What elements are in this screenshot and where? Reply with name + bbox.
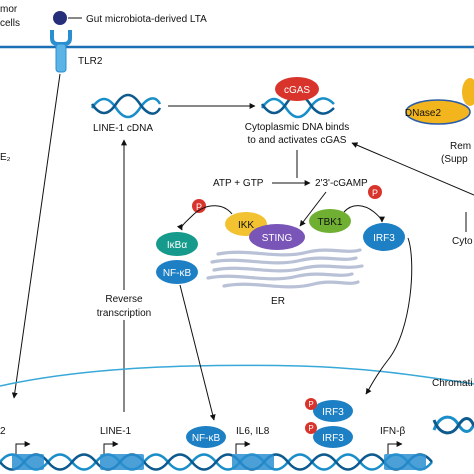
tlr2-signal-arrow: [11, 73, 61, 399]
sting-protein: [249, 224, 305, 250]
ikk-label: IKK: [238, 220, 254, 231]
cgamp-label: 2'3'-cGAMP: [315, 178, 368, 189]
gene-segment-left: [12, 454, 44, 470]
tss-arrow-line1: [103, 441, 119, 454]
irf3-translocation-arrow: [365, 237, 413, 395]
phosphate-label-irf3-bottom: P: [308, 424, 313, 433]
chromatin-helix-icon: [432, 415, 474, 435]
tbk1-protein: [309, 209, 351, 233]
dna-binds-label-line1: Cytoplasmic DNA binds: [245, 122, 349, 133]
irf3-protein: [363, 223, 405, 251]
left-e2-label: E₂: [0, 152, 11, 163]
chromatin-label: Chromati: [432, 378, 473, 389]
dnase2-protein: [405, 99, 471, 125]
il6-il8-label: IL6, IL8: [236, 426, 270, 437]
nfkb-nuclear-label: NF-κB: [192, 433, 221, 444]
tumor-label-line1: mor: [0, 4, 18, 15]
tbk1-phosphorylation-arrow: [343, 205, 385, 223]
irf3-label: IRF3: [373, 233, 395, 244]
line1-gene-label: LINE-1: [100, 426, 132, 437]
cgamp-to-sting-arrow: [299, 191, 327, 227]
ikba-label: IκBα: [167, 240, 187, 251]
dnase2-partner-shape: [462, 78, 474, 106]
nfkb-translocation-arrow: [179, 284, 216, 421]
dnase2-label: DNase2: [405, 108, 442, 119]
tss-arrow-il6-il8: [235, 441, 251, 454]
tlr2-receptor-icon: [50, 30, 72, 73]
tlr2-label: TLR2: [78, 56, 103, 67]
reverse-transcription-label-line2: transcription: [97, 308, 151, 319]
nuclear-dna-strand-icon: [0, 453, 433, 471]
left-gene-label: 2: [0, 426, 6, 437]
removal-label-line1: Rem: [450, 141, 471, 152]
phosphate-label-ikba: P: [196, 202, 202, 212]
phosphate-label-irf3-top: P: [308, 400, 313, 409]
phosphate-icon-ikba: [192, 199, 206, 213]
dna-binds-label-line2: to and activates cGAS: [248, 135, 347, 146]
tss-arrow-left: [15, 441, 31, 454]
cgas-label: cGAS: [284, 85, 310, 96]
phosphate-icon-irf3: [368, 185, 382, 199]
line1-cdna-label: LINE-1 cDNA: [93, 123, 153, 134]
nfkb-label: NF-κB: [163, 268, 192, 279]
nfkb-protein: [156, 260, 198, 284]
phosphate-icon-irf3-top: [305, 398, 317, 410]
er-membrane-icon: [206, 248, 364, 289]
phosphate-icon-irf3-bottom: [305, 422, 317, 434]
ikk-phosphorylation-arrow: [176, 205, 233, 231]
irf3-dimer-top: [313, 400, 353, 422]
er-label: ER: [271, 296, 285, 307]
ikba-protein: [156, 232, 198, 256]
irf3-dimer-bottom-label: IRF3: [322, 433, 344, 444]
irf3-dimer-bottom: [313, 426, 353, 448]
nfkb-nuclear-protein: [186, 426, 226, 448]
removal-label-line2: (Supp: [441, 154, 468, 165]
gene-segment-il6-il8: [232, 454, 274, 470]
lta-label: Gut microbiota-derived LTA: [86, 14, 207, 25]
tss-arrow-ifnb: [387, 441, 403, 454]
phosphate-label-irf3: P: [372, 188, 378, 198]
gene-segment-line1: [100, 454, 144, 470]
ifnb-label: IFN-β: [380, 426, 405, 437]
reverse-transcription-label-line1: Reverse: [105, 294, 143, 305]
irf3-dimer-top-label: IRF3: [322, 407, 344, 418]
line1-cdna-helix-icon: [90, 93, 162, 119]
lta-ligand-icon: [53, 11, 67, 25]
tumor-label-line2: cells: [0, 18, 20, 29]
sting-label: STING: [262, 233, 293, 244]
removal-arrow: [351, 142, 474, 196]
nuclear-envelope: [0, 364, 474, 387]
atp-gtp-label: ATP + GTP: [213, 178, 264, 189]
reverse-transcription-label-bg: [88, 290, 160, 320]
cgas-protein: [275, 77, 319, 101]
tbk1-label: TBK1: [317, 217, 342, 228]
cyto-partial-label: Cyto: [452, 236, 473, 247]
gene-segment-ifnb: [384, 454, 426, 470]
